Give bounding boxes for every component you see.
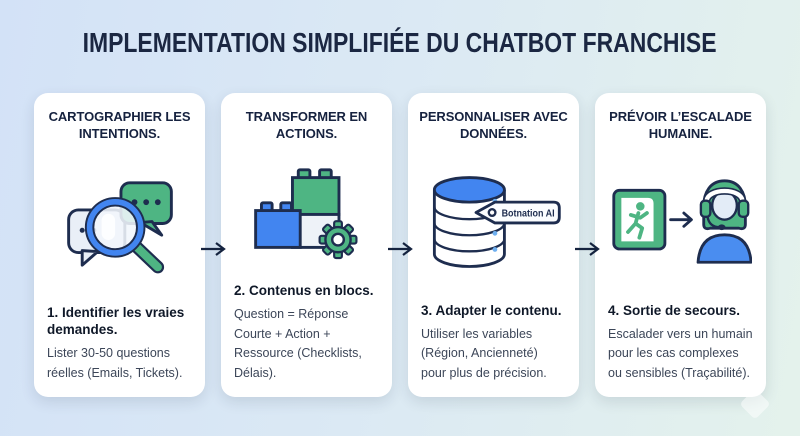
building-blocks-gear-icon — [253, 168, 357, 259]
step-card-intentions: CARTOGRAPHIER LES INTENTIONS. — [34, 93, 205, 397]
exit-sign-icon — [611, 188, 666, 251]
step-body: Utiliser les variables (Région, Ancienne… — [421, 326, 547, 380]
step-body: Lister 30-50 questions réelles (Emails, … — [47, 346, 183, 380]
step-icon-wrap — [47, 142, 192, 304]
step-subtitle: 1. Identifier les vraies demandes. — [47, 304, 185, 338]
chat-bubbles-magnifier-icon — [66, 180, 173, 274]
gear-icon — [318, 220, 357, 259]
step-card-donnees: PERSONNALISER AVEC DONNÉES. Botnatio — [408, 93, 579, 397]
step-subtitle: 2. Contenus en blocs. — [234, 283, 374, 299]
botnation-tag: Botnation AI — [474, 200, 561, 225]
step-card-actions: TRANSFORMER EN ACTIONS. — [221, 93, 392, 397]
step-title: CARTOGRAPHIER LES INTENTIONS. — [48, 109, 191, 142]
step-title: PERSONNALISER AVEC DONNÉES. — [419, 109, 568, 142]
flow-arrow-icon — [201, 242, 226, 256]
step-title: PRÉVOIR L’ESCALADE HUMAINE. — [609, 109, 752, 142]
page-title: IMPLEMENTATION SIMPLIFIÉE DU CHATBOT FRA… — [0, 27, 800, 59]
step-body: Escalader vers un humain pour les cas co… — [608, 326, 753, 380]
step-subtitle: 3. Adapter le contenu. — [421, 302, 562, 318]
exit-sign-support-agent-icon — [611, 179, 752, 264]
step-title: TRANSFORMER EN ACTIONS. — [245, 109, 368, 142]
support-agent-icon — [696, 179, 752, 264]
flow-arrow-icon — [388, 242, 413, 256]
step-icon-wrap — [608, 142, 753, 302]
step-icon-wrap — [234, 142, 379, 282]
database-tag-icon: Botnation AI — [432, 176, 561, 268]
handoff-arrow-icon — [668, 211, 693, 228]
step-body: Question = Réponse Courte + Action + Res… — [234, 307, 362, 380]
step-card-escalade: PRÉVOIR L’ESCALADE HUMAINE. — [595, 93, 766, 397]
steps-row: CARTOGRAPHIER LES INTENTIONS. — [34, 93, 766, 397]
botnation-tag-label: Botnation AI — [501, 208, 554, 219]
page-title-text: IMPLEMENTATION SIMPLIFIÉE DU CHATBOT FRA… — [83, 27, 717, 58]
flow-arrow-icon — [575, 242, 600, 256]
step-subtitle: 4. Sortie de secours. — [608, 302, 741, 318]
step-icon-wrap: Botnation AI — [421, 142, 566, 302]
